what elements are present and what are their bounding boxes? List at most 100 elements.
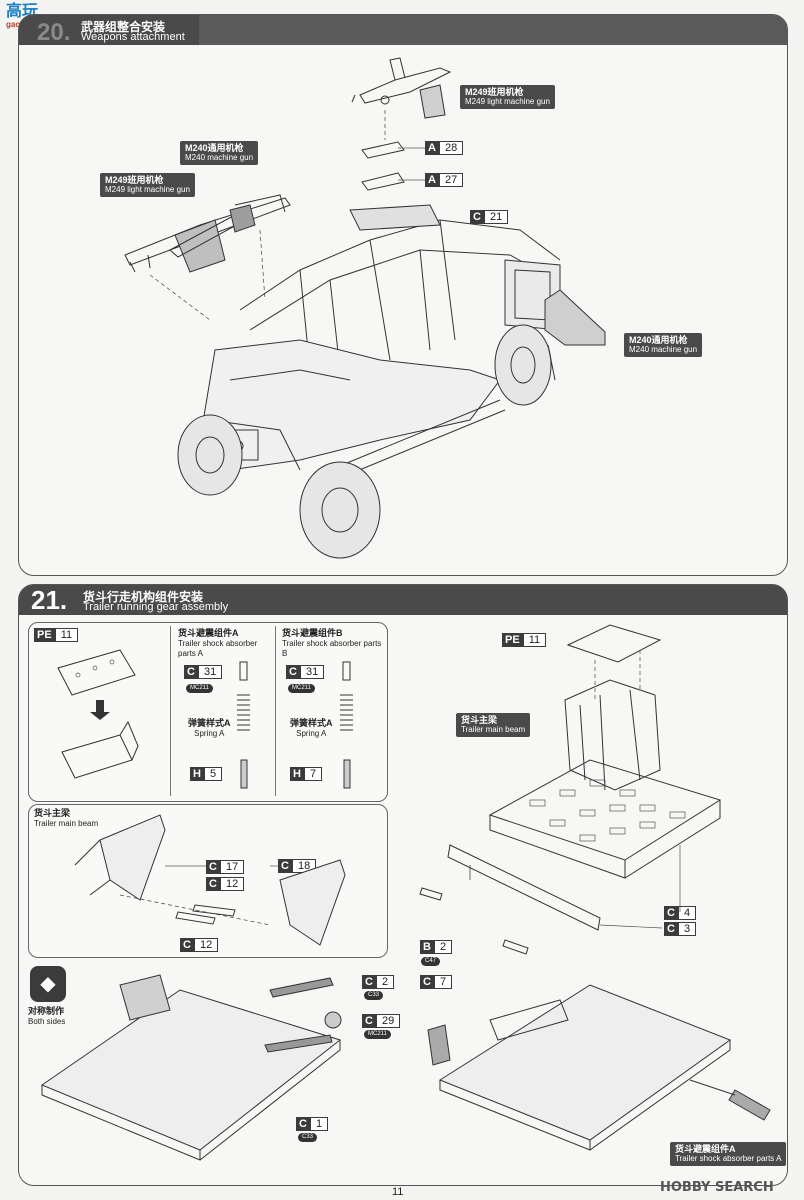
step-20-header	[19, 15, 199, 45]
both-sides-icon: ◆	[30, 966, 66, 1002]
shock-b-spring-en: Spring A	[296, 729, 327, 738]
right-b2-letter: B	[420, 940, 434, 954]
br-c7-num: 7	[433, 975, 453, 989]
bl-c1-num: 1	[309, 1117, 329, 1131]
right-c3-letter: C	[664, 922, 678, 936]
shock-b-cn: 货斗避震组件B	[282, 628, 343, 638]
right-c3-num: 3	[677, 922, 697, 936]
right-beam-en: Trailer main beam	[461, 725, 526, 734]
label-m240-side-en: M240 machine gun	[629, 345, 698, 354]
beam-box-en: Trailer main beam	[34, 819, 99, 828]
bl-c1-letter: C	[296, 1117, 310, 1131]
part-a27-num: 27	[438, 173, 464, 187]
m240-gun-side	[544, 289, 606, 381]
both-sides-cn: 对称制作	[28, 1006, 65, 1016]
pe11-letter: PE	[34, 628, 55, 642]
shock-a-mc-tag: MC211	[186, 684, 213, 693]
shock-a-c31-num: 31	[197, 665, 223, 679]
shock-b-spring-cn: 弹簧样式A	[290, 718, 333, 728]
label-m240-left-en: M240 machine gun	[185, 153, 254, 162]
right-beam-label: 货斗主梁 Trailer main beam	[456, 713, 531, 737]
shock-a-en: Trailer shock absorber parts A	[178, 639, 258, 658]
shock-b-title: 货斗避震组件B Trailer shock absorber parts B	[282, 628, 382, 659]
part-a28-letter: A	[425, 141, 439, 155]
part-a28-num: 28	[438, 141, 464, 155]
wheels	[177, 324, 552, 559]
shock-a-spring: 弹簧样式A Spring A	[188, 718, 231, 739]
step-21-title-cn: 货斗行走机构组件安装	[83, 590, 204, 604]
step-20-panel: 20. 武器组整合安装 Weapons attachment	[18, 14, 788, 576]
beam-c17-letter: C	[206, 860, 220, 874]
right-c4-num: 4	[677, 906, 697, 920]
beam-frame-left	[74, 814, 166, 901]
part-c21-letter: C	[470, 210, 484, 224]
label-m249-left-en: M249 light machine gun	[105, 185, 190, 194]
bl-c29-tag: MC211	[364, 1030, 391, 1039]
shock-b-en: Trailer shock absorber parts B	[282, 639, 382, 658]
bottom-right-chassis	[427, 984, 771, 1151]
shock-a-h-num: 5	[203, 767, 223, 781]
right-beam-cn: 货斗主梁	[461, 715, 498, 725]
part-a27-letter: A	[425, 173, 439, 187]
shock-a-cn: 货斗避震组件A	[178, 628, 239, 638]
bottom-left-chassis	[40, 974, 342, 1161]
beam-c12-top-num: 12	[219, 877, 245, 891]
part-c21-num: 21	[483, 210, 509, 224]
step-21-title-en: Trailer running gear assembly	[83, 601, 229, 613]
shock-b-c31-num: 31	[299, 665, 325, 679]
right-pe11-num: 11	[522, 633, 547, 647]
beam-c17-num: 17	[219, 860, 245, 874]
step-21-number: 21.	[31, 585, 68, 615]
beam-c12-bottom-letter: C	[180, 938, 194, 952]
shock-a-c31-letter: C	[184, 665, 198, 679]
beam-frame-right	[279, 859, 346, 946]
beam-c18-letter: C	[278, 859, 292, 873]
step-20-number: 20.	[37, 19, 71, 46]
label-m240-side: M240通用机枪 M240 machine gun	[624, 333, 703, 357]
shock-b-c31-letter: C	[286, 665, 300, 679]
shock-a-title: 货斗避震组件A Trailer shock absorber parts A	[178, 628, 272, 659]
label-m249-left-cn: M249班用机枪	[105, 175, 164, 185]
shock-a-spring-cn: 弹簧样式A	[188, 718, 231, 728]
beam-c12-bottom-num: 12	[193, 938, 219, 952]
shock-b-spring: 弹簧样式A Spring A	[290, 718, 333, 739]
label-m240-side-cn: M240通用机枪	[629, 335, 688, 345]
label-m240-left: M240通用机枪 M240 machine gun	[180, 141, 259, 165]
watermark-hobby-search: HOBBY SEARCH	[660, 1180, 774, 1195]
bl-c2-tag: C33	[364, 991, 384, 1000]
bl-c2-num: 2	[375, 975, 395, 989]
bl-c1-tag: C33	[298, 1133, 318, 1142]
shock-a-spring-en: Spring A	[194, 729, 225, 738]
label-m249-left: M249班用机枪 M249 light machine gun	[100, 173, 195, 197]
right-pe11-letter: PE	[502, 633, 523, 647]
both-sides-en: Both sides	[28, 1017, 66, 1026]
left-guns	[124, 194, 291, 273]
shock-b-mc-tag: MC211	[288, 684, 315, 693]
shock-b-h-letter: H	[290, 767, 304, 781]
tray-slots	[529, 779, 686, 842]
step-20-title-cn: 武器组整合安装	[81, 20, 166, 34]
br-shock-cn: 货斗避震组件A	[675, 1144, 736, 1154]
both-sides-label: 对称制作 Both sides	[28, 1006, 65, 1027]
label-m249-top: M249班用机枪 M249 light machine gun	[460, 85, 555, 109]
label-m240-left-cn: M240通用机枪	[185, 143, 244, 153]
right-c4-letter: C	[664, 906, 678, 920]
